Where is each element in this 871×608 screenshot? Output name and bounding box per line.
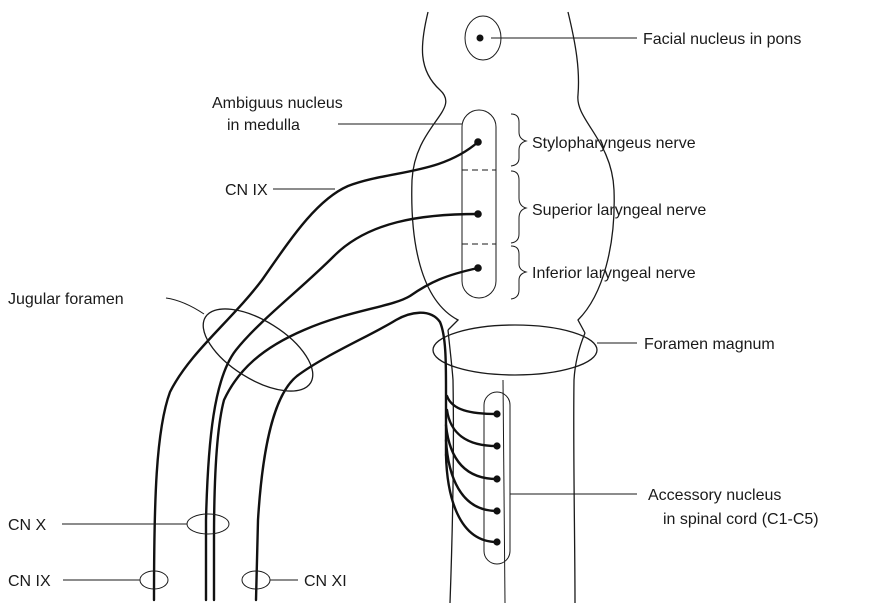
foramen-magnum-ring <box>433 325 597 375</box>
foramen-magnum-label: Foramen magnum <box>644 336 775 353</box>
cn-ix-nerve <box>154 142 478 600</box>
cn-xi-label: CN XI <box>304 573 347 590</box>
jugular-foramen-leader <box>166 298 204 314</box>
cn-x-inferior-laryngeal-fiber <box>214 268 478 600</box>
jugular-foramen-label: Jugular foramen <box>8 291 124 308</box>
accessory-label-line1: Accessory nucleus <box>648 487 781 504</box>
accessory-label-line2: in spinal cord (C1-C5) <box>663 511 819 528</box>
facial-nucleus-dot <box>477 35 484 42</box>
facial-nucleus-label: Facial nucleus in pons <box>643 31 801 48</box>
ambiguus-label-line1: Ambiguus nucleus <box>212 95 343 112</box>
spinal-cord-central-line <box>503 380 505 603</box>
brainstem-right-outline <box>568 12 614 333</box>
superior-laryngeal-brace <box>511 171 526 243</box>
cn-x-marker-ring <box>187 514 229 534</box>
inferior-laryngeal-label: Inferior laryngeal nerve <box>532 265 696 282</box>
jugular-foramen-ring <box>190 293 326 408</box>
accessory-rootlet-2 <box>447 410 497 446</box>
cn-x-label: CN X <box>8 517 47 534</box>
cn-ix-top-label: CN IX <box>225 182 268 199</box>
accessory-rootlet-1 <box>447 396 497 414</box>
ambiguus-label-line2: in medulla <box>227 117 300 134</box>
stylopharyngeus-brace <box>511 114 526 166</box>
cn-x-superior-laryngeal-fiber <box>206 214 478 600</box>
stylopharyngeus-label: Stylopharyngeus nerve <box>532 135 696 152</box>
superior-laryngeal-label: Superior laryngeal nerve <box>532 202 706 219</box>
inferior-laryngeal-brace <box>511 246 526 299</box>
spinal-cord-right-outline <box>574 333 585 603</box>
cn-xi-nerve <box>256 313 446 600</box>
cn-ix-bottom-label: CN IX <box>8 573 51 590</box>
